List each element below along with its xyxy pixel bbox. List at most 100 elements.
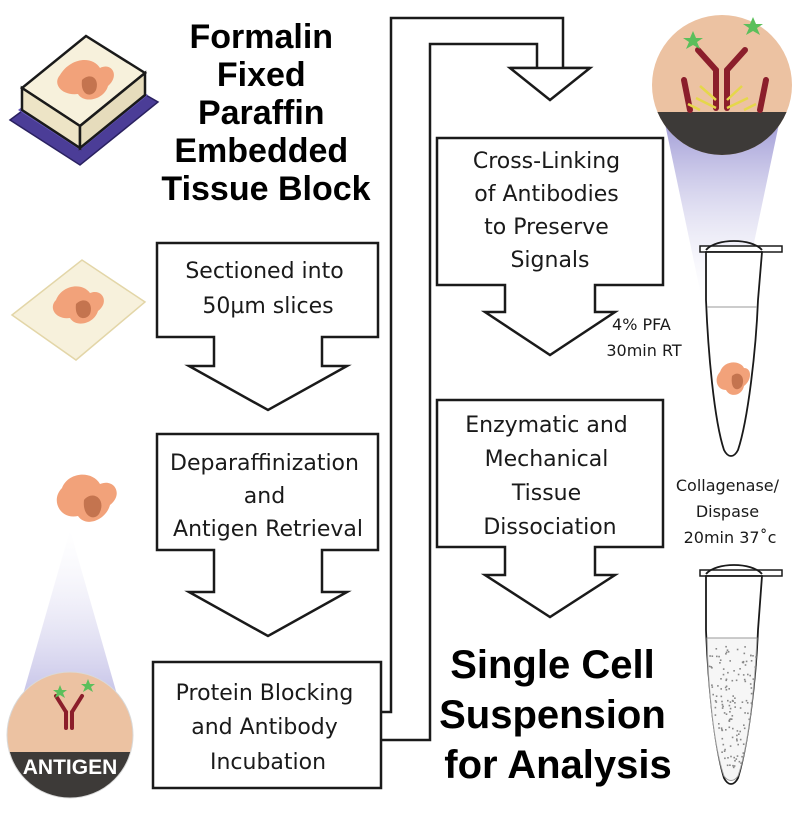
step-label: 50µm slices	[202, 294, 333, 319]
cell-dot	[733, 756, 735, 759]
cell-dot	[725, 651, 728, 654]
cell-dot	[741, 755, 743, 758]
cell-dot	[739, 730, 741, 733]
step-label: Incubation	[210, 750, 326, 775]
cell-dot	[714, 706, 717, 709]
tissue-slice-illustration	[10, 259, 147, 361]
step-blocking-incubation: Protein Blocking and Antibody Incubation	[151, 660, 383, 790]
cell-dot	[711, 655, 714, 657]
crosslinker-icon	[687, 85, 757, 112]
cell-dot	[729, 764, 731, 766]
cell-dot	[729, 718, 732, 720]
cell-dot	[714, 714, 717, 716]
cell-dot	[735, 679, 738, 682]
cell-dot	[730, 718, 733, 720]
cell-dot	[721, 707, 724, 709]
cell-dot	[727, 671, 729, 674]
title-line: Fixed	[217, 56, 306, 94]
cell-dot	[729, 660, 731, 662]
cell-dot	[723, 712, 726, 714]
condition-line: Dispase	[696, 502, 759, 521]
fluorophore-icon	[683, 31, 703, 49]
cell-dot	[735, 758, 738, 760]
title-line: Formalin	[189, 18, 333, 56]
cell-dot	[716, 655, 718, 658]
cell-dot	[732, 764, 734, 767]
title-line: Embedded	[174, 132, 348, 170]
cell-dot	[725, 678, 728, 681]
cell-dot	[754, 666, 757, 668]
cell-dot	[725, 729, 727, 731]
cell-dot	[721, 751, 723, 753]
step-label: to Preserve	[484, 215, 609, 240]
cell-dot	[739, 707, 742, 709]
step-deparaffinization: Deparaffinization and Antigen Retrieval	[155, 432, 380, 638]
cell-dot	[731, 715, 734, 717]
cell-dot	[736, 734, 738, 737]
fluorophore-icon	[53, 685, 67, 698]
cell-dot	[722, 668, 725, 670]
cell-dot	[742, 752, 745, 754]
cell-dot	[727, 651, 730, 653]
cell-dot	[728, 718, 731, 721]
paraffin-block-illustration	[8, 34, 160, 166]
cell-dot	[742, 660, 745, 663]
step-label: Sectioned into	[185, 259, 343, 284]
cell-dot	[728, 719, 730, 722]
cell-dot	[739, 738, 742, 741]
cell-dot	[737, 743, 739, 746]
cell-dot	[732, 695, 734, 697]
fluorophore-icon	[743, 17, 763, 35]
cell-dot	[734, 760, 736, 762]
svg-text:Deparaffinization and: Deparaffinization and Antigen Retrieval	[170, 451, 366, 542]
condition-line: Collagenase/	[676, 476, 780, 495]
step-label: Antigen Retrieval	[173, 517, 363, 542]
cell-dot	[725, 645, 727, 648]
cell-dot	[728, 726, 731, 729]
svg-text:Protein Blocking and Ant: Protein Blocking and Antibody Incubation	[176, 681, 361, 775]
step-label: and Antibody	[191, 715, 338, 740]
cell-dot	[708, 665, 711, 668]
tube-with-suspension-illustration	[699, 564, 783, 785]
cell-dot	[724, 748, 726, 751]
cell-dot	[721, 737, 724, 740]
cell-dot	[715, 701, 718, 703]
step-crosslinking: Cross-Linking of Antibodies to Preserve …	[435, 136, 665, 357]
result-line: for Analysis	[444, 743, 671, 787]
cell-dot	[743, 652, 746, 655]
cell-dot	[737, 673, 740, 676]
title-line: Paraffin	[198, 94, 325, 132]
cell-dot	[733, 670, 735, 672]
cell-dot	[720, 727, 723, 729]
cell-dot	[738, 760, 741, 763]
cell-dot	[749, 683, 752, 685]
cell-dot	[752, 655, 754, 657]
result-line: Single Cell	[450, 643, 655, 687]
step-label: Deparaffinization	[170, 451, 359, 476]
cell-dot	[719, 659, 722, 661]
cell-dot	[725, 689, 728, 691]
step-box-arrow	[155, 432, 380, 638]
crosslink-conditions: 4% PFA 30min RT	[606, 315, 682, 360]
cell-dot	[729, 711, 731, 713]
cell-dot	[727, 757, 729, 759]
tube-with-tissue-illustration	[699, 240, 783, 457]
cell-dot	[732, 727, 734, 730]
cell-dot	[729, 745, 732, 747]
cell-dot	[734, 697, 736, 699]
cell-dot	[734, 702, 736, 704]
step-label: Enzymatic and	[465, 413, 628, 438]
cell-dot	[714, 700, 717, 702]
cell-dot	[721, 700, 723, 703]
cell-dot	[739, 668, 741, 670]
cell-dot	[743, 678, 746, 681]
cell-dot	[752, 678, 755, 680]
cell-dot	[750, 713, 752, 715]
step-label: and	[244, 484, 285, 509]
cell-dot	[744, 712, 746, 714]
cell-dot	[728, 704, 731, 707]
step-sectioning: Sectioned into 50µm slices	[155, 241, 380, 412]
cell-dot	[725, 685, 728, 688]
cell-dot	[730, 755, 732, 758]
dissociation-conditions: Collagenase/ Dispase 20min 37˚c	[676, 476, 784, 547]
